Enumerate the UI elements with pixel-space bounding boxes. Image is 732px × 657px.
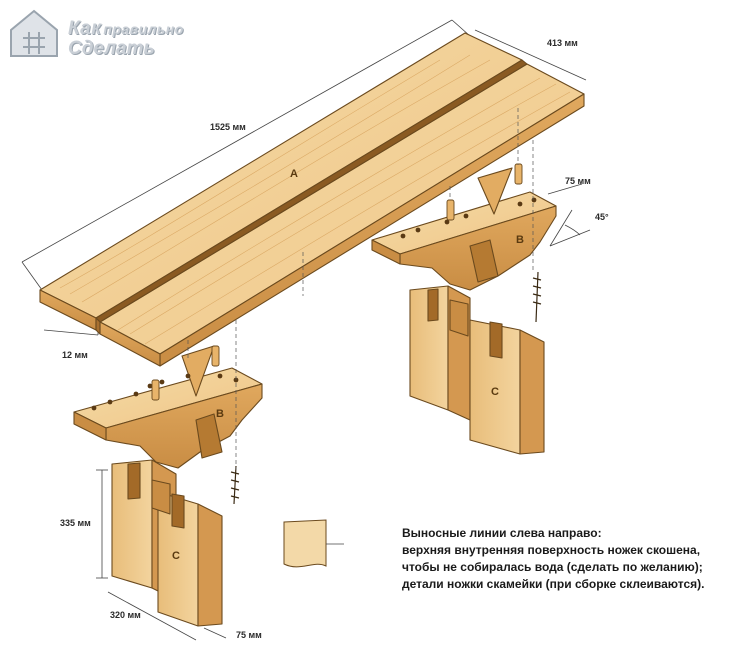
dimension-legs xyxy=(96,469,227,641)
dimension-length xyxy=(21,19,471,291)
diagram-caption: Выносные линии слева направо: верхняя вн… xyxy=(402,525,724,593)
caption-line-2: верхняя внутренняя поверхность ножек ско… xyxy=(402,543,701,557)
house-grid-icon xyxy=(10,9,58,57)
leg-back-right xyxy=(449,299,545,455)
label-leg-height: 335 мм xyxy=(60,518,91,528)
dowels-front xyxy=(151,345,220,401)
label-angle: 45° xyxy=(595,212,609,222)
label-leg-depth: 75 мм xyxy=(236,630,262,640)
logo-text-bottom: Сделать xyxy=(68,38,155,59)
leg-front-right xyxy=(151,479,223,627)
part-label-leg-front: C xyxy=(172,550,180,562)
assembly-guide-lines xyxy=(187,108,534,470)
support-front xyxy=(73,345,263,469)
label-leg-width: 320 мм xyxy=(110,610,141,620)
seat-grain xyxy=(59,54,571,345)
label-width: 413 мм xyxy=(547,38,578,48)
part-label-seat: A xyxy=(290,168,298,180)
caption-line-3: чтобы не собиралась вода (сделать по жел… xyxy=(402,560,703,574)
screw-back xyxy=(532,271,542,323)
part-label-leg-back: C xyxy=(491,386,499,398)
label-support-depth: 75 мм xyxy=(565,176,591,186)
dimension-support-depth xyxy=(547,183,583,195)
label-thickness: 12 мм xyxy=(62,350,88,360)
part-label-support-back: B xyxy=(516,234,524,246)
support-back-holes xyxy=(400,197,537,239)
dimension-width xyxy=(474,29,587,81)
logo-word-kak: Как xyxy=(68,18,102,39)
detail-bevel xyxy=(283,519,344,568)
seat-board xyxy=(39,32,585,367)
caption-line-1: Выносные линии слева направо: xyxy=(402,526,602,540)
logo-word-pravilno: правильно xyxy=(103,21,184,37)
screw-front xyxy=(230,465,240,505)
caption-line-4: детали ножки скамейки (при сборке склеив… xyxy=(402,577,705,591)
support-back xyxy=(371,167,557,291)
angle-marker xyxy=(549,209,591,247)
label-length: 1525 мм xyxy=(210,122,246,132)
support-front-holes xyxy=(91,373,239,411)
part-label-support-front: B xyxy=(216,408,224,420)
dowels-back xyxy=(446,163,523,221)
